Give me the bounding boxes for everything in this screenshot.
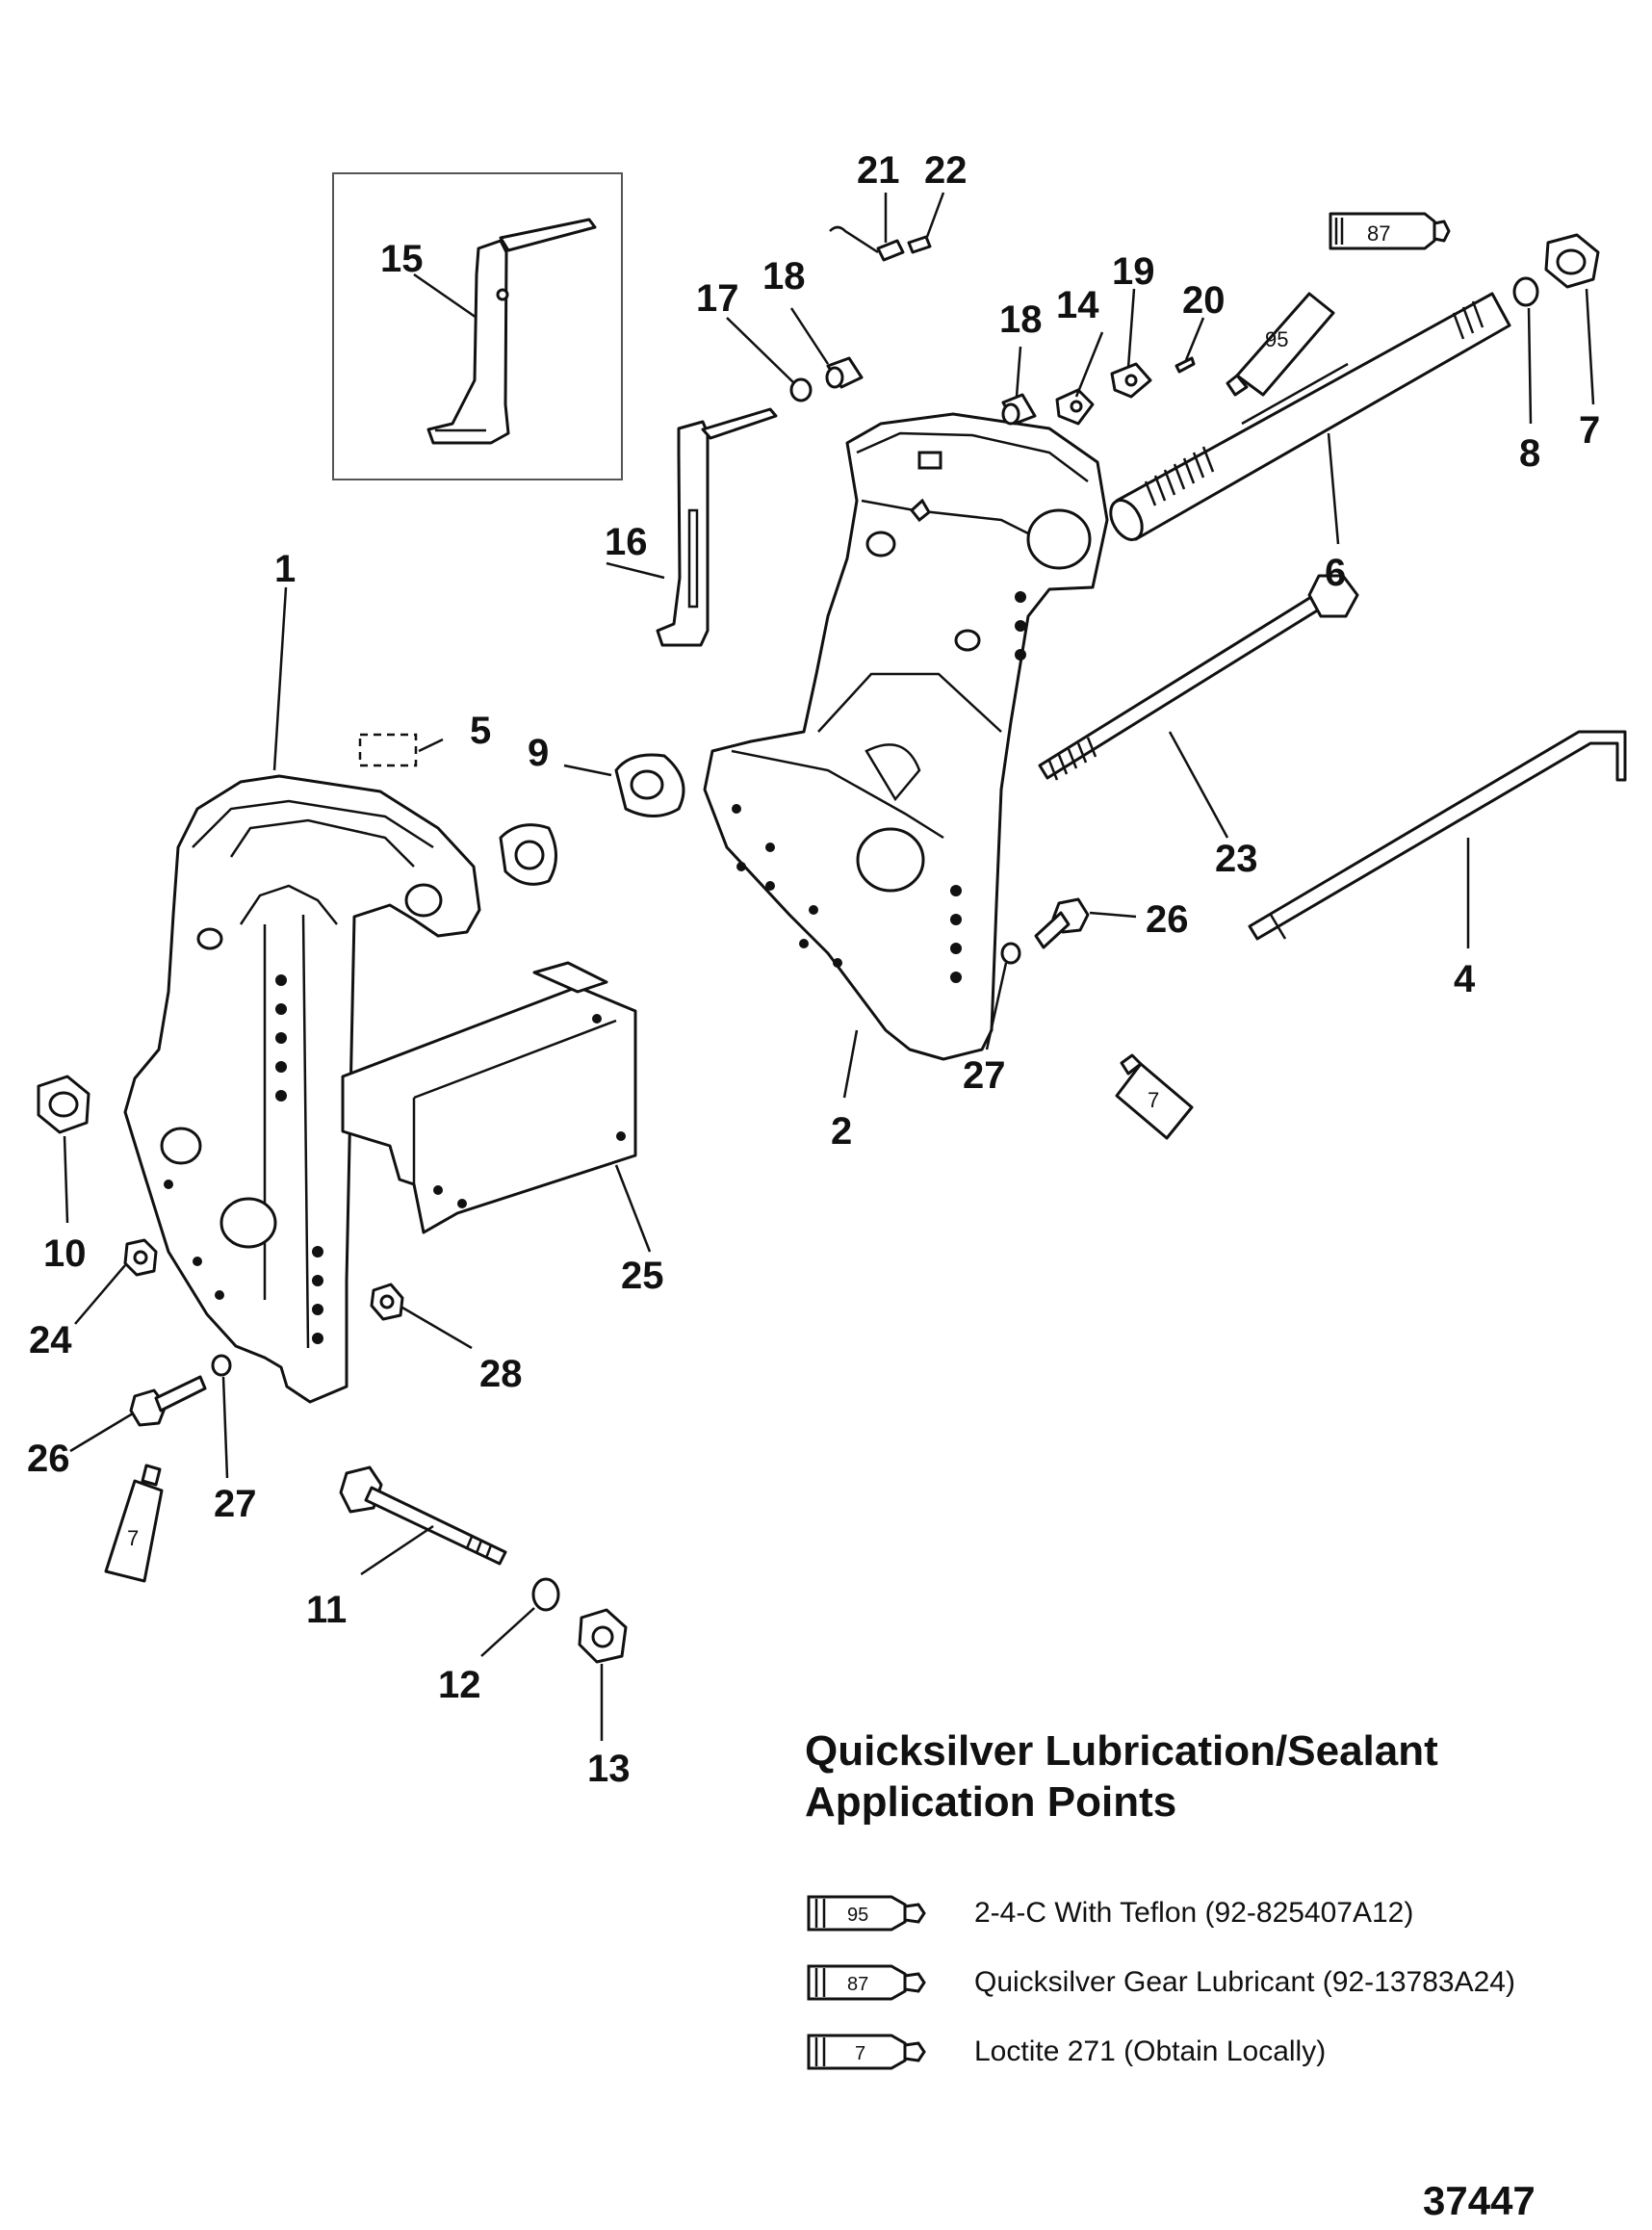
part-9-washers [499, 753, 685, 886]
callout-4: 4 [1454, 958, 1476, 1000]
callout-8: 8 [1519, 432, 1540, 475]
callout-26a: 26 [27, 1438, 70, 1480]
tube-95-icon: 95 [807, 1895, 926, 1932]
callout-14: 14 [1056, 284, 1099, 326]
part-23-tilt-bolt [1038, 574, 1359, 781]
part-18-bushings [825, 356, 1037, 426]
callout-2: 2 [831, 1110, 852, 1153]
callout-13: 13 [587, 1748, 631, 1790]
part-12-washer [531, 1577, 560, 1612]
callout-labels: 1 2 4 5 6 7 8 9 10 11 12 13 14 15 16 17 … [27, 149, 1600, 1790]
callout-12: 12 [438, 1664, 481, 1706]
callout-19: 19 [1112, 250, 1155, 293]
callout-1: 1 [274, 548, 296, 590]
callout-27b: 27 [963, 1054, 1006, 1097]
part-22-pin [907, 235, 932, 254]
callout-28: 28 [479, 1353, 523, 1395]
legend-text-95: 2-4-C With Teflon (92-825407A12) [974, 1896, 1414, 1929]
legend-text-87: Quicksilver Gear Lubricant (92-13783A24) [974, 1965, 1515, 1998]
part-7-nut [1544, 233, 1600, 289]
tube-7-left: 7 [104, 1464, 164, 1583]
tube-code-95-top: 95 [1265, 327, 1288, 351]
part-26-bolt-right [1034, 897, 1090, 949]
lubrication-legend: Quicksilver Lubrication/Sealant Applicat… [805, 1726, 1594, 2087]
part-2-transom-bracket-right [703, 412, 1109, 1061]
part-19-cam [1110, 362, 1152, 399]
callout-15: 15 [380, 238, 424, 280]
callout-18a: 18 [762, 255, 806, 298]
callout-16: 16 [605, 521, 648, 563]
part-6-tilt-tube [1109, 292, 1511, 541]
figure-number: 37447 [1423, 2178, 1536, 2223]
callout-26b: 26 [1146, 898, 1189, 941]
part-5-dashed-part [358, 733, 418, 767]
tube-code-7-left: 7 [127, 1526, 139, 1550]
callout-11: 11 [306, 1589, 347, 1631]
callout-17: 17 [696, 277, 739, 320]
tube-code-87-top: 87 [1367, 221, 1390, 246]
callout-27a: 27 [214, 1483, 257, 1525]
part-27-lockwasher-left [211, 1354, 232, 1377]
callout-24: 24 [29, 1319, 72, 1361]
tube-7-icon: 7 [807, 2034, 926, 2070]
callout-25: 25 [621, 1255, 664, 1297]
part-20-pin [1174, 356, 1196, 374]
part-17-washer [789, 377, 813, 402]
part-26-bolt-left [129, 1375, 207, 1427]
part-8-washer [1512, 276, 1539, 307]
part-4-tilt-pin [1248, 730, 1627, 941]
inset-box-part-15 [332, 172, 623, 480]
tube-code-7-mid: 7 [1148, 1088, 1159, 1112]
part-21-spring [829, 225, 905, 262]
legend-title: Quicksilver Lubrication/Sealant Applicat… [805, 1727, 1438, 1826]
legend-code-87: 87 [847, 1974, 868, 1995]
leader-lines [63, 192, 1595, 1741]
legend-row-87: 87 Quicksilver Gear Lubricant (92-13783A… [805, 1948, 1594, 2017]
part-25-plate [341, 961, 637, 1234]
callout-5: 5 [470, 710, 491, 752]
legend-row-7: 7 Loctite 271 (Obtain Locally) [805, 2017, 1594, 2087]
tube-87-icon: 87 [807, 1964, 926, 2001]
part-14-latch [1055, 388, 1095, 426]
tube-87-top: 87 [1329, 212, 1451, 250]
callout-9: 9 [528, 732, 549, 774]
part-28-nut [370, 1283, 404, 1321]
tube-7-mid: 7 [1115, 1053, 1194, 1140]
callout-6: 6 [1325, 552, 1346, 594]
callout-20: 20 [1182, 279, 1226, 322]
callout-23: 23 [1215, 838, 1258, 880]
callout-7: 7 [1579, 409, 1600, 452]
part-27-lockwasher-right [1000, 942, 1021, 965]
legend-row-95: 95 2-4-C With Teflon (92-825407A12) [805, 1879, 1594, 1948]
callout-10: 10 [43, 1232, 87, 1275]
callout-18b: 18 [999, 298, 1043, 341]
legend-code-7: 7 [855, 2043, 865, 2064]
part-10-nut [37, 1075, 90, 1134]
legend-code-95: 95 [847, 1905, 868, 1926]
tube-95-top: 95 [1226, 292, 1335, 397]
callout-21: 21 [857, 149, 900, 192]
part-1-clamp-bracket-left [123, 774, 481, 1404]
callout-22: 22 [924, 149, 968, 192]
part-11-bolt [339, 1465, 507, 1566]
legend-text-7: Loctite 271 (Obtain Locally) [974, 2035, 1327, 2067]
part-16-tilt-lock-lever [656, 407, 778, 647]
part-24-nut [123, 1238, 158, 1277]
part-13-nut [578, 1608, 628, 1664]
